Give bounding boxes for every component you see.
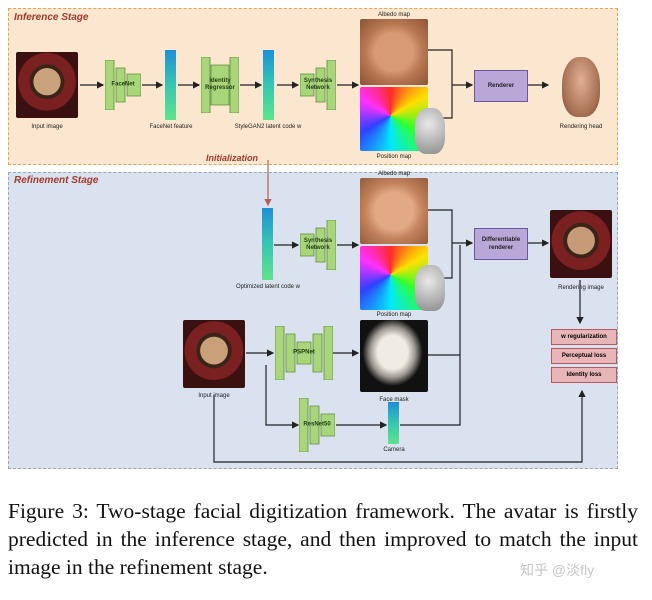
- refine-input-label: Input image: [198, 393, 230, 399]
- pspnet-label: PSPNet: [293, 349, 315, 356]
- refine-albedo-label: Albedo map: [377, 171, 411, 177]
- latent-code-vector: [263, 50, 274, 120]
- camera-vector: [388, 402, 399, 444]
- refinement-stage-title: Refinement Stage: [14, 175, 99, 186]
- identity-regressor-label: Identity Regressor: [205, 78, 235, 91]
- face-mask-label: Face mask: [379, 397, 409, 403]
- perceptual-loss: Perceptual loss: [551, 348, 617, 364]
- refine-synthesis-network-block: Synthesis Network: [299, 219, 337, 271]
- differentiable-renderer-box: Differentiable renderer: [474, 228, 528, 260]
- identity-loss: Identity loss: [551, 367, 617, 383]
- figure-caption: Figure 3: Two-stage facial digitization …: [8, 499, 638, 579]
- albedo-map-label: Albedo map: [377, 12, 411, 18]
- camera-label: Camera: [383, 447, 405, 453]
- face-mask-image: [360, 320, 428, 392]
- rendering-image: [550, 210, 612, 278]
- resnet50-block: ResNet50: [298, 397, 336, 453]
- rendering-head-image: [562, 57, 600, 117]
- refine-albedo-image: [360, 178, 428, 244]
- facenet-feature-vector: [165, 50, 176, 120]
- identity-regressor-block: Identity Regressor: [200, 56, 240, 114]
- refine-position-label: Position map: [376, 312, 412, 318]
- refine-synthesis-label: Synthesis Network: [303, 238, 333, 251]
- watermark: 知乎 @淡fly: [520, 562, 595, 578]
- position-map-label: Position map: [376, 154, 412, 160]
- pspnet-block: PSPNet: [274, 325, 334, 381]
- facenet-block: FaceNet: [104, 59, 142, 111]
- inference-stage-title: Inference Stage: [14, 12, 89, 23]
- facenet-feature-label: FaceNet feature: [149, 124, 193, 130]
- synthesis-network-block: Synthesis Network: [299, 59, 337, 111]
- inference-input-photo: [16, 52, 78, 118]
- optimized-latent-label: Optimized latent code w: [235, 284, 301, 290]
- refine-input-photo: [183, 320, 245, 388]
- refine-head-mesh: [415, 265, 445, 311]
- latent-code-label: StyleGAN2 latent code w: [234, 124, 302, 130]
- head-mesh-render: [415, 108, 445, 154]
- facenet-label: FaceNet: [111, 81, 135, 88]
- optimized-latent-vector: [262, 208, 273, 280]
- inference-input-label: Input image: [31, 124, 63, 130]
- w-regularization-loss: w regularization: [551, 329, 617, 345]
- synthesis-network-label: Synthesis Network: [303, 78, 333, 91]
- albedo-map-image: [360, 19, 428, 85]
- resnet50-label: ResNet50: [303, 421, 331, 428]
- rendering-head-label: Rendering head: [559, 124, 603, 130]
- renderer-box: Renderer: [474, 70, 528, 102]
- initialization-label: Initialization: [206, 153, 259, 163]
- rendering-image-label: Rendering image: [558, 285, 604, 291]
